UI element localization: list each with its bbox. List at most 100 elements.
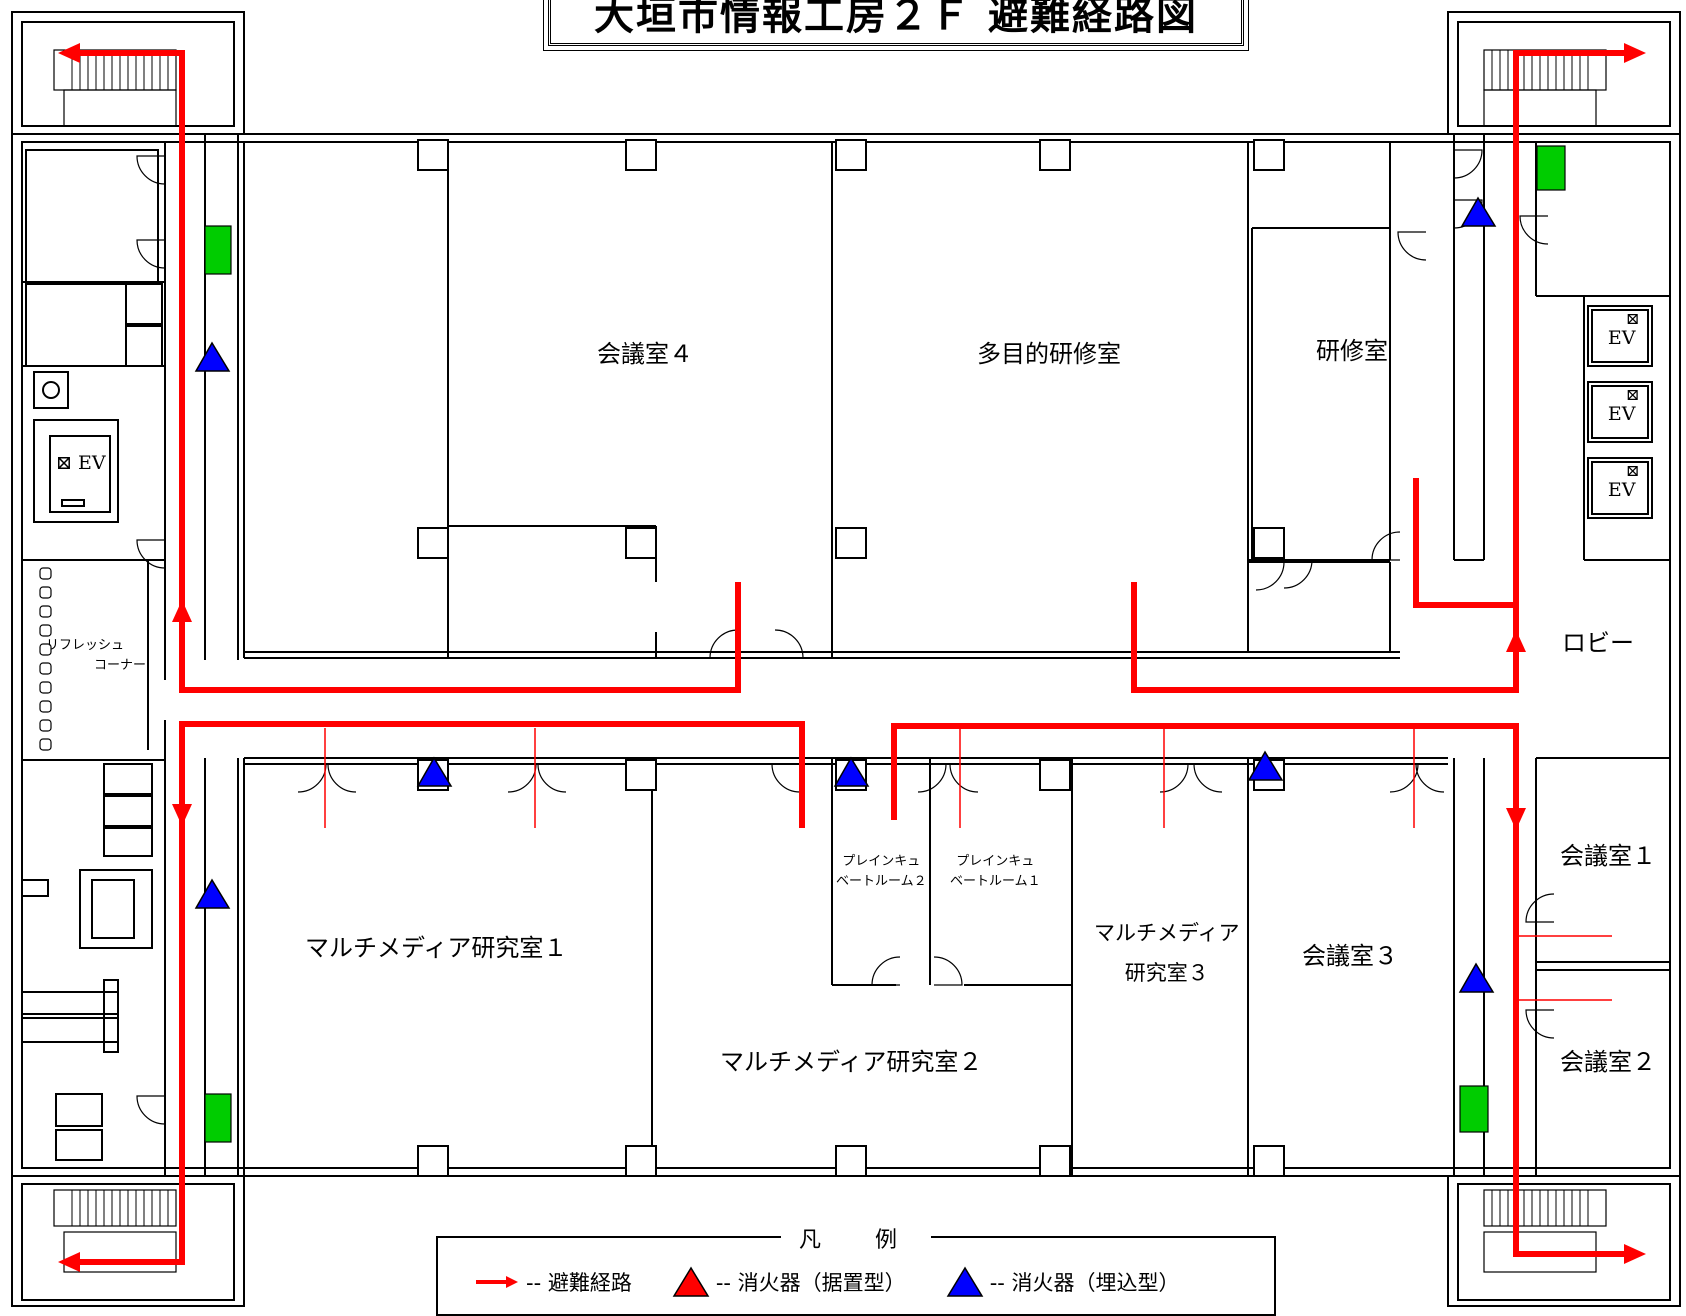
ev-text: EV (1607, 327, 1636, 350)
seat (39, 662, 52, 675)
door-swing (1519, 215, 1549, 245)
structural-column (625, 759, 657, 791)
door-swing (1389, 763, 1419, 793)
room-label-lobby: ロビー (1562, 629, 1634, 657)
door-swing (871, 956, 901, 986)
hydrant-box (1536, 145, 1566, 191)
extinguisher-builtin-icon (1460, 196, 1497, 227)
hydrant-box (1459, 1085, 1489, 1133)
seat (39, 681, 52, 694)
incubate2-line-2: ベートルーム２ (836, 874, 927, 890)
extinguisher-builtin-icon (1458, 962, 1495, 993)
door-swing (136, 539, 166, 569)
door-swing (1397, 231, 1427, 261)
structural-column (1039, 759, 1071, 791)
door-swing (1415, 763, 1445, 793)
legend-heading: 凡 例 (780, 1222, 932, 1254)
route-segment-lower-left (76, 721, 805, 1265)
lower-room-walls (243, 757, 1670, 1176)
door-swings (136, 149, 1555, 1125)
stair-treads (71, 50, 1589, 1226)
seat (39, 567, 52, 580)
door-swing (771, 763, 801, 793)
door-swing (949, 763, 979, 793)
page-title: 大垣市情報工房２Ｆ 避難経路図 (594, 0, 1198, 39)
refresh-line-2: コーナー (94, 658, 147, 674)
door-swing (1525, 1009, 1555, 1039)
structural-column (625, 139, 657, 171)
extinguisher-builtin-icon (946, 1266, 984, 1297)
seat (39, 643, 52, 656)
ev-label-right-2: ⊠EV (1607, 385, 1640, 426)
door-swing (917, 763, 947, 793)
room-label-kaigi4: 会議室４ (597, 340, 693, 368)
room-label-mm3: マルチメディア 研究室３ (1094, 914, 1240, 994)
legend-ext-builtin-label: -- 消火器（埋込型） (989, 1271, 1180, 1295)
structural-column (417, 139, 449, 171)
route-segment-upper-right (1131, 50, 1628, 693)
door-swing (537, 763, 567, 793)
extinguisher-builtin-icon (194, 878, 231, 909)
route-segment-lobby-loop (1413, 478, 1516, 608)
hydrant-box (204, 225, 232, 275)
structural-column (1039, 1145, 1071, 1177)
door-swing (136, 1095, 166, 1125)
hydrant-box (204, 1093, 232, 1143)
ev-text: EV (77, 452, 106, 474)
fire-hydrant-boxes (204, 145, 1566, 1143)
seat (39, 738, 52, 751)
structural-column (417, 527, 449, 559)
route-partition-lines (324, 728, 1612, 1001)
door-swing (327, 763, 357, 793)
ev-label-left: ⊠ EV (56, 452, 106, 474)
room-label-tamokuteki: 多目的研修室 (977, 340, 1121, 368)
structural-columns (417, 139, 1285, 1177)
structural-column (1039, 139, 1071, 171)
door-swing (774, 629, 804, 659)
ev-text: EV (1607, 479, 1636, 502)
structural-column (835, 139, 867, 171)
door-swing (1453, 149, 1483, 179)
extinguisher-builtin-icon (833, 756, 870, 787)
structural-column (417, 1145, 449, 1177)
legend-route-label: -- 避難経路 (526, 1271, 632, 1295)
room-label-incubate2: プレインキュ ベートルーム２ (836, 852, 927, 892)
legend-item-route: -- 避難経路 (474, 1267, 632, 1297)
room-label-kaigi1: 会議室１ (1560, 842, 1656, 870)
room-label-kaigi2: 会議室２ (1560, 1048, 1656, 1076)
legend: 凡 例 -- 避難経路 -- 消火器（据置型） -- 消火器（埋込型） (436, 1222, 1276, 1316)
structural-column (1253, 1145, 1285, 1177)
door-swing (1283, 559, 1313, 589)
route-arrow-icon (476, 1276, 518, 1288)
refresh-seats (39, 567, 52, 751)
door-swing (297, 763, 327, 793)
structural-column (625, 527, 657, 559)
room-label-refresh: リフレッシュ コーナー (46, 636, 146, 676)
door-swing (136, 239, 166, 269)
door-swing (136, 155, 166, 185)
title-box: 大垣市情報工房２Ｆ 避難経路図 (543, 0, 1249, 51)
extinguisher-builtin-icon (1247, 750, 1284, 781)
seat (39, 605, 52, 618)
extinguishers-builtin (194, 196, 1497, 993)
room-label-kaigi3: 会議室３ (1302, 942, 1398, 970)
ev-text: EV (1607, 403, 1636, 426)
route-segment-upper-left (76, 50, 741, 693)
seat (39, 624, 52, 637)
door-swing (1159, 763, 1189, 793)
legend-row: -- 避難経路 -- 消火器（据置型） -- 消火器（埋込型） (474, 1266, 1180, 1298)
door-swing (1371, 531, 1401, 561)
stairs (53, 49, 1607, 1273)
mm3-line-1: マルチメディア (1094, 921, 1240, 945)
incubate1-line-2: ベートルーム１ (950, 874, 1041, 890)
room-label-mm2: マルチメディア研究室２ (720, 1048, 983, 1076)
elevator-cars (1587, 305, 1653, 519)
door-swing (933, 956, 963, 986)
door-swing (1525, 893, 1555, 923)
upper-room-walls (243, 134, 1670, 659)
left-service-walls (21, 134, 239, 1176)
route-arrowheads (58, 43, 1646, 1272)
structural-column (1253, 527, 1285, 559)
structural-column (835, 1145, 867, 1177)
